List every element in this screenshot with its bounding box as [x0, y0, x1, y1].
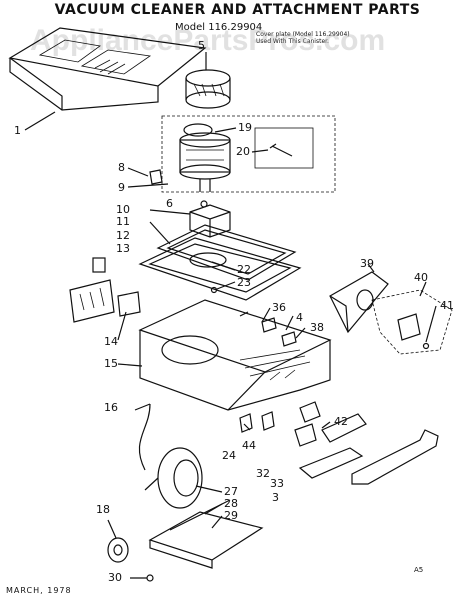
callout-24: 24: [222, 449, 236, 462]
callout-8: 8: [118, 161, 125, 174]
footer-code: A5: [414, 566, 424, 574]
callout-32: 32: [256, 467, 270, 480]
callout-6: 6: [166, 197, 173, 210]
callout-27: 27: [224, 485, 238, 498]
part-top-cover: [8, 27, 207, 131]
callout-11: 11: [116, 215, 130, 228]
callout-15: 15: [104, 357, 118, 370]
callout-41: 41: [440, 299, 454, 312]
part-base-plate: [148, 499, 264, 569]
part-wheel: [107, 537, 154, 582]
callout-18: 18: [96, 503, 110, 516]
part-hose-inlet: [329, 271, 453, 355]
part-motor-mount: [189, 200, 231, 238]
page-title: VACUUM CLEANER AND ATTACHMENT PARTS: [54, 2, 421, 18]
part-switch-assembly: [69, 257, 141, 323]
callout-30: 30: [108, 571, 122, 584]
model-number: Model 116.29904: [175, 22, 263, 33]
part-motor-box: [161, 115, 336, 193]
part-clips: [239, 411, 275, 433]
callout-28: 28: [224, 497, 238, 510]
callout-5: 5: [198, 39, 205, 52]
part-small-brackets: [239, 311, 297, 347]
callout-29: 29: [224, 509, 238, 522]
callout-39: 39: [360, 257, 374, 270]
callout-14: 14: [104, 335, 118, 348]
watermark: AppliancePartsPros.com: [30, 24, 386, 57]
part-motor-fan: [185, 69, 231, 109]
callout-23: 23: [237, 276, 251, 289]
part-canister-base: [138, 299, 332, 411]
callout-38: 38: [310, 321, 324, 334]
callout-19: 19: [238, 121, 252, 134]
cover-note-line1: Cover plate (Model 116.29904): [256, 31, 350, 38]
callout-22: 22: [237, 263, 251, 276]
callout-44: 44: [242, 439, 256, 452]
callout-20: 20: [236, 145, 250, 158]
part-gasket-plate: [138, 224, 302, 301]
part-cord-reel: [138, 403, 203, 509]
leader-lines: [107, 52, 437, 579]
cover-note-line2: Used With This Canister.: [256, 38, 329, 45]
part-bumper: [294, 401, 439, 485]
callout-12: 12: [116, 229, 130, 242]
callout-4: 4: [296, 311, 303, 324]
part-small-clip: [149, 169, 163, 185]
callout-3: 3: [272, 491, 279, 504]
callout-36: 36: [272, 301, 286, 314]
callout-9: 9: [118, 181, 125, 194]
callout-33: 33: [270, 477, 284, 490]
callout-13: 13: [116, 242, 130, 255]
callout-10: 10: [116, 203, 130, 216]
callout-16: 16: [104, 401, 118, 414]
cover-note: Cover plate (Model 116.29904) Used With …: [256, 31, 376, 45]
callout-1: 1: [14, 124, 21, 137]
callout-42: 42: [334, 415, 348, 428]
footer-date: MARCH, 1978: [6, 586, 72, 595]
callout-40: 40: [414, 271, 428, 284]
